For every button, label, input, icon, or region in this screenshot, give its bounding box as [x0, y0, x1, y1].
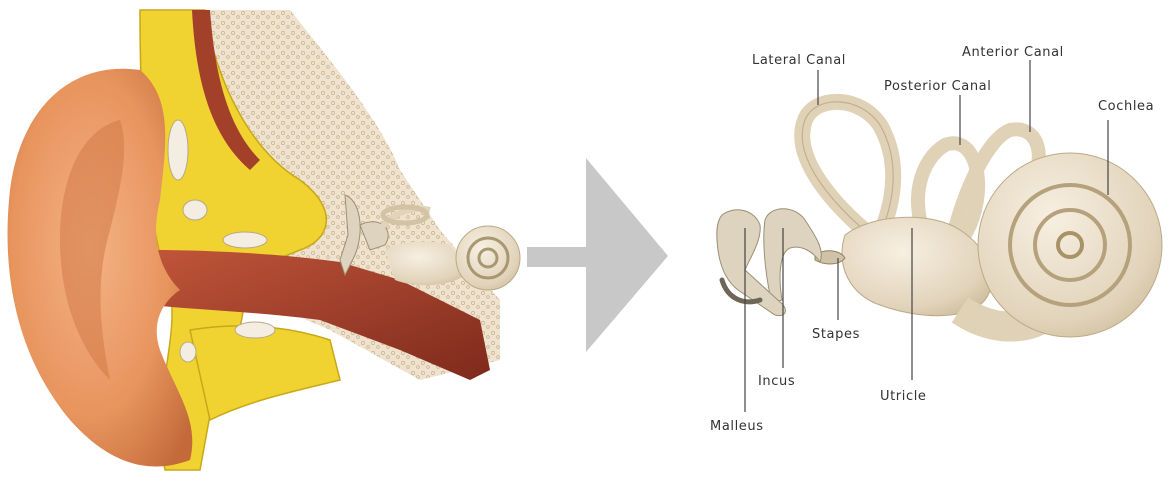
label-malleus: Malleus: [710, 419, 764, 434]
label-utricle: Utricle: [880, 389, 927, 404]
cochlea: [960, 153, 1162, 337]
bone-patch: [223, 232, 267, 248]
bone-patch: [180, 342, 196, 362]
cartilage-lower: [190, 326, 340, 420]
label-incus: Incus: [758, 374, 795, 389]
bone-patch: [168, 120, 188, 180]
label-lateral-canal: Lateral Canal: [752, 53, 846, 68]
label-cochlea: Cochlea: [1098, 99, 1154, 114]
bone-patch: [235, 322, 275, 338]
bone-patch: [183, 200, 207, 220]
incus: [764, 209, 822, 301]
arrow-right: [527, 158, 668, 352]
outer-ear-illustration: [8, 10, 521, 470]
label-anterior-canal: Anterior Canal: [962, 45, 1064, 60]
label-stapes: Stapes: [812, 327, 860, 342]
label-posterior-canal: Posterior Canal: [884, 79, 991, 94]
